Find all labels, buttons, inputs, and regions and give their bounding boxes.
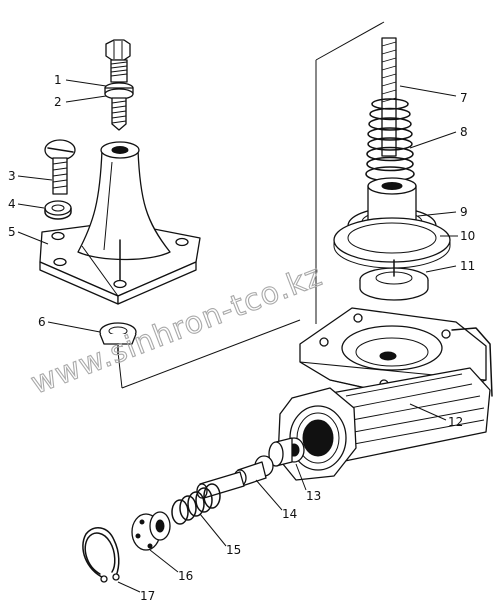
callout-16: 16 — [178, 569, 193, 583]
callout-11: 11 — [460, 259, 475, 273]
callout-17: 17 — [140, 589, 155, 603]
callout-5: 5 — [8, 225, 16, 239]
part-valve-body — [277, 307, 493, 481]
callout-14: 14 — [282, 507, 297, 521]
callout-8: 8 — [460, 125, 468, 139]
callout-2: 2 — [54, 95, 62, 109]
assembly-lines — [117, 21, 385, 389]
part-nozzle — [268, 437, 305, 467]
callout-15: 15 — [226, 543, 241, 557]
part-cap — [131, 511, 171, 551]
callout-6: 6 — [38, 315, 46, 329]
part-screw — [44, 139, 76, 195]
part-diaphragm — [333, 217, 451, 269]
part-valve-stem — [381, 37, 397, 157]
callout-3: 3 — [8, 169, 16, 183]
part-lower-disk — [359, 259, 429, 301]
callout-7: 7 — [460, 91, 468, 105]
callout-13: 13 — [306, 489, 321, 503]
callout-numbers: 1 2 3 4 5 6 7 8 9 10 11 12 13 14 15 16 1… — [8, 73, 475, 603]
part-circlip — [82, 527, 120, 583]
part-small-spring — [171, 483, 221, 525]
part-plunger — [196, 455, 274, 499]
callout-9: 9 — [460, 205, 468, 219]
part-spring — [365, 98, 415, 182]
callout-4: 4 — [8, 197, 16, 211]
callout-10: 10 — [460, 229, 475, 243]
leader-lines — [17, 79, 458, 593]
callout-12: 12 — [448, 415, 463, 429]
part-bolt — [104, 39, 134, 131]
part-valve-disk — [99, 322, 137, 355]
part-cover-housing — [39, 141, 201, 305]
callout-1: 1 — [54, 73, 62, 87]
part-washer — [44, 200, 72, 220]
